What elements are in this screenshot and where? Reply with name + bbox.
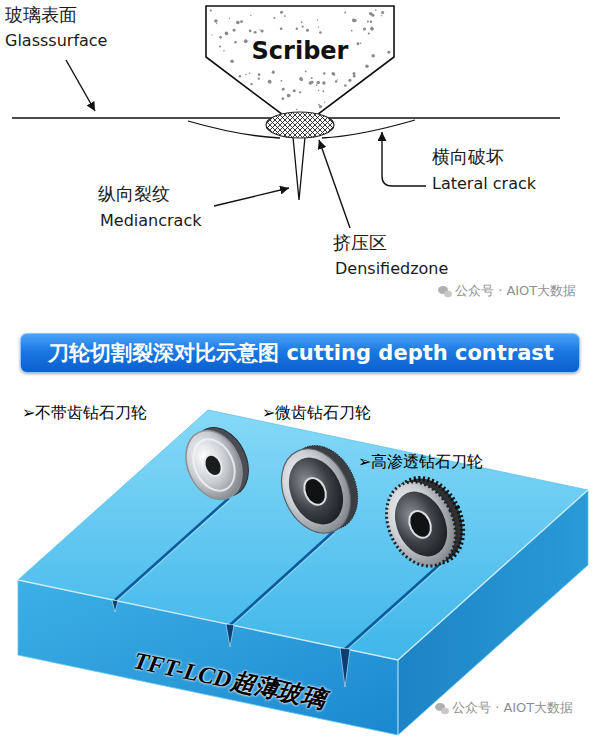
wheel-label: ➢微齿钻石刀轮: [262, 403, 371, 422]
watermark: 公众号 · AIOT大数据: [455, 283, 576, 299]
watermark-icon: [438, 286, 452, 297]
wheel-label: ➢高渗透钻石刀轮: [358, 452, 483, 471]
lateral-crack-right: [322, 120, 415, 138]
leader-arrow: [319, 140, 350, 228]
part-label: 挤压区: [333, 232, 387, 254]
glass-edge-highlight: [398, 660, 399, 735]
scriber-tool: Scriber: [205, 5, 395, 118]
densified-zone: [266, 112, 334, 138]
wheel-label: ➢不带齿钻石刀轮: [22, 403, 147, 422]
crack-depth: [112, 600, 350, 687]
title-band-text: 刀轮切割裂深对比示意图 cutting depth contrast: [48, 341, 554, 366]
part-label: 纵向裂纹: [98, 183, 170, 205]
glass-side-face: [398, 490, 588, 735]
high-penetration-diamond-wheel: [373, 467, 475, 577]
title-band: 刀轮切割裂深对比示意图 cutting depth contrast: [20, 333, 580, 373]
leader-arrow: [382, 132, 426, 186]
part-label: Lateral crack: [432, 174, 536, 193]
plain-diamond-wheel: [175, 418, 259, 508]
watermark-icon: [435, 703, 449, 714]
leader-arrow: [214, 188, 289, 206]
part-label: 横向破坏: [432, 146, 504, 168]
part-label: Glasssurface: [5, 31, 107, 50]
part-label: Densifiedzone: [335, 259, 448, 278]
micro-tooth-diamond-wheel: [268, 434, 370, 544]
part-label: 玻璃表面: [5, 4, 77, 26]
part-label: Mediancrack: [100, 211, 201, 230]
watermark: 公众号 · AIOT大数据: [452, 700, 573, 716]
leader-arrow: [66, 60, 95, 111]
scriber-tool-text: Scriber: [252, 37, 349, 66]
median-crack: [293, 137, 305, 200]
scriber-body: [206, 6, 394, 115]
glass-front-face: [18, 580, 398, 735]
speckle-texture: [210, 9, 391, 110]
